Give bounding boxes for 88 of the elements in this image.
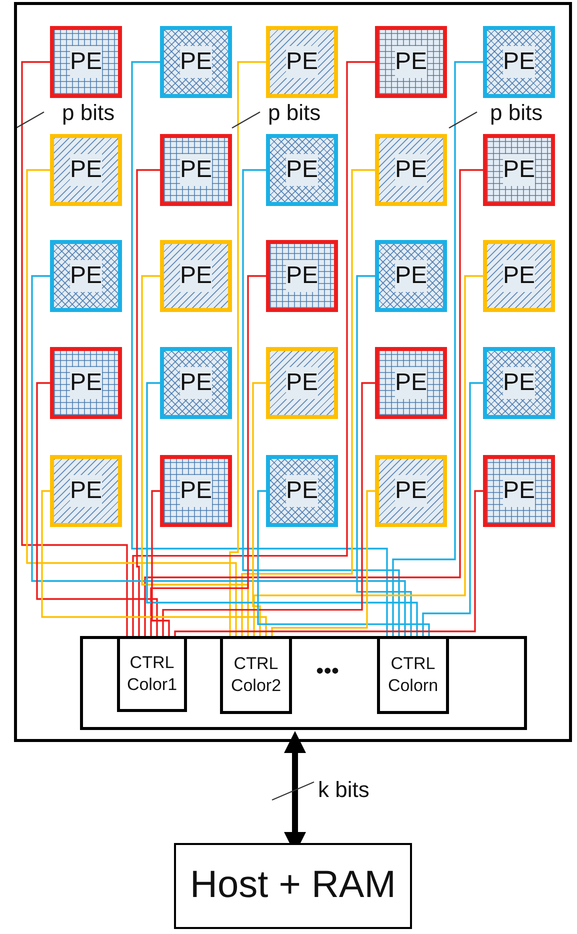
processing-element [160,26,232,98]
processing-element [375,347,447,419]
pe-label: PE [394,46,427,78]
block-box [377,636,449,714]
processing-element [160,347,232,419]
block-box [117,636,187,712]
pe-label: PE [286,260,318,292]
processing-element [50,347,122,419]
signal-wire [26,169,237,636]
pe-label: PE [180,46,212,78]
block-label: CTRL Color1 [126,652,178,696]
pe-label: PE [70,46,102,78]
processing-element [375,240,447,312]
pe-label: PE [180,154,212,186]
signal-wire [150,275,266,636]
pe-label: PE [70,260,102,292]
processing-element [160,240,232,312]
signal-wire [229,61,266,636]
processing-element [160,134,232,206]
edge-label: k bits [318,777,370,803]
processing-element [266,347,338,419]
signal-wire [151,490,170,636]
processing-element [375,455,447,527]
processing-element [375,134,447,206]
pe-label: PE [286,475,318,507]
signal-wire [141,275,249,636]
pe-label: PE [394,154,427,186]
chip-outline [14,2,572,742]
block-label: CTRL Colorn [386,652,440,697]
block-box [220,636,292,714]
processing-element [483,26,555,98]
signal-wire [174,490,483,636]
pe-label: PE [180,475,212,507]
signal-wire [271,490,375,636]
processing-element [266,134,338,206]
pe-label: PE [286,46,318,78]
bus-width-label: p bits [62,100,115,126]
ellipsis-label: ••• [316,658,340,684]
processing-element [483,347,555,419]
processing-element [50,26,122,98]
signal-wire [241,169,375,636]
processing-element [266,240,338,312]
signal-wire [144,169,483,636]
signal-wire [136,169,160,636]
pe-label: PE [70,367,102,399]
pe-label: PE [502,46,535,78]
pe-label: PE [180,260,212,292]
processing-element [266,26,338,98]
signal-wire [252,382,266,636]
pe-label: PE [394,260,427,292]
processing-element [483,240,555,312]
signal-wire [422,382,483,636]
processing-element [160,455,232,527]
bus-width-label: p bits [268,100,321,126]
signal-wire [242,169,400,636]
processing-element [266,455,338,527]
pe-label: PE [502,367,535,399]
signal-wire [146,382,418,636]
pe-label: PE [394,367,427,399]
pe-label: PE [502,475,535,507]
controller-panel [80,636,527,730]
block-label: Host + RAM [190,863,396,908]
signal-wire [162,382,375,636]
processing-element [50,134,122,206]
pe-label: PE [394,475,427,507]
pe-label: PE [286,154,318,186]
signal-wire [41,490,267,636]
block-box [174,843,412,929]
bus-width-label: p bits [490,100,543,126]
pe-label: PE [502,154,535,186]
processing-element [375,26,447,98]
block-label: CTRL Color2 [230,652,282,697]
processing-element [483,455,555,527]
signal-wire [36,382,158,636]
processing-element [50,455,122,527]
pe-label: PE [286,367,318,399]
processing-element [483,134,555,206]
signal-wire [253,275,483,636]
pe-label: PE [502,260,535,292]
pe-label: PE [70,154,102,186]
signal-wire [31,275,406,636]
signal-wire [257,490,430,636]
signal-wire [21,61,128,636]
pe-label: PE [70,475,102,507]
processing-element [50,240,122,312]
signal-wire [356,275,412,636]
signal-wire [392,61,483,636]
pe-label: PE [180,367,212,399]
